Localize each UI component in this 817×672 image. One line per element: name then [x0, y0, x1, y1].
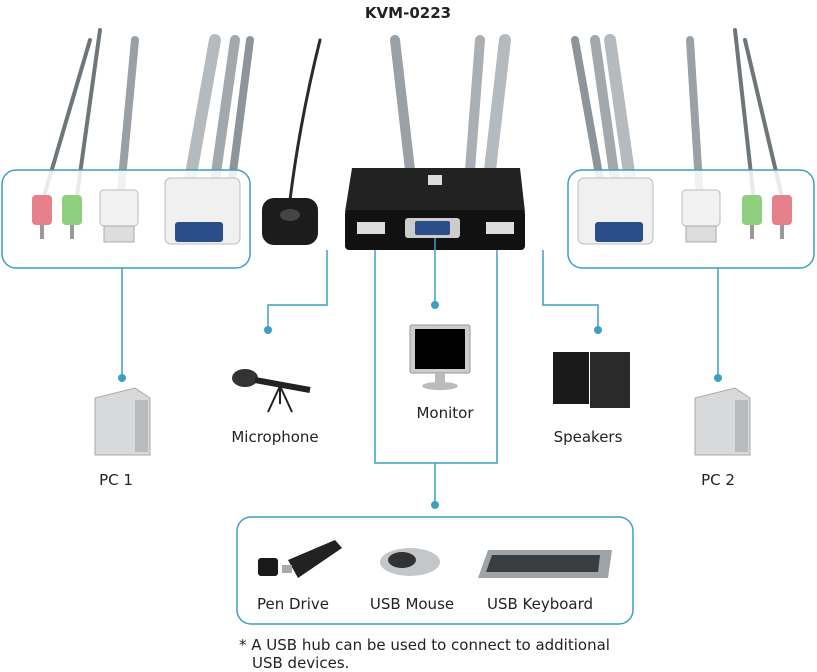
label-pen-drive: Pen Drive: [256, 595, 330, 613]
label-microphone: Microphone: [231, 428, 319, 446]
label-usb-mouse: USB Mouse: [369, 595, 455, 613]
pc2-tower-icon: [694, 387, 751, 456]
speakers-icon: [553, 352, 630, 408]
usb-devices-box: [236, 516, 634, 625]
microphone-icon: [232, 369, 311, 413]
mouse-icon: [380, 548, 440, 576]
connection-dots: [118, 301, 722, 509]
pc2-plugs: [577, 177, 792, 245]
keyboard-icon: [478, 550, 612, 578]
pc1-tower-icon: [94, 387, 151, 456]
pen-drive-icon: [258, 540, 342, 578]
monitor-icon: [409, 324, 471, 390]
label-usb-keyboard: USB Keyboard: [486, 595, 594, 613]
cables: [38, 28, 787, 212]
connection-lines: [121, 238, 719, 505]
label-monitor: Monitor: [416, 404, 474, 422]
remote-switch-puck: [262, 198, 318, 245]
pc1-plugs: [32, 177, 241, 245]
footnote-line-2: USB devices.: [252, 654, 350, 672]
label-pc1: PC 1: [99, 471, 133, 489]
label-pc2: PC 2: [701, 471, 735, 489]
diagram-title: KVM-0223: [364, 4, 452, 22]
label-speakers: Speakers: [553, 428, 623, 446]
kvm-switch-device: [345, 168, 525, 250]
footnote-line-1: * A USB hub can be used to connect to ad…: [239, 636, 610, 654]
